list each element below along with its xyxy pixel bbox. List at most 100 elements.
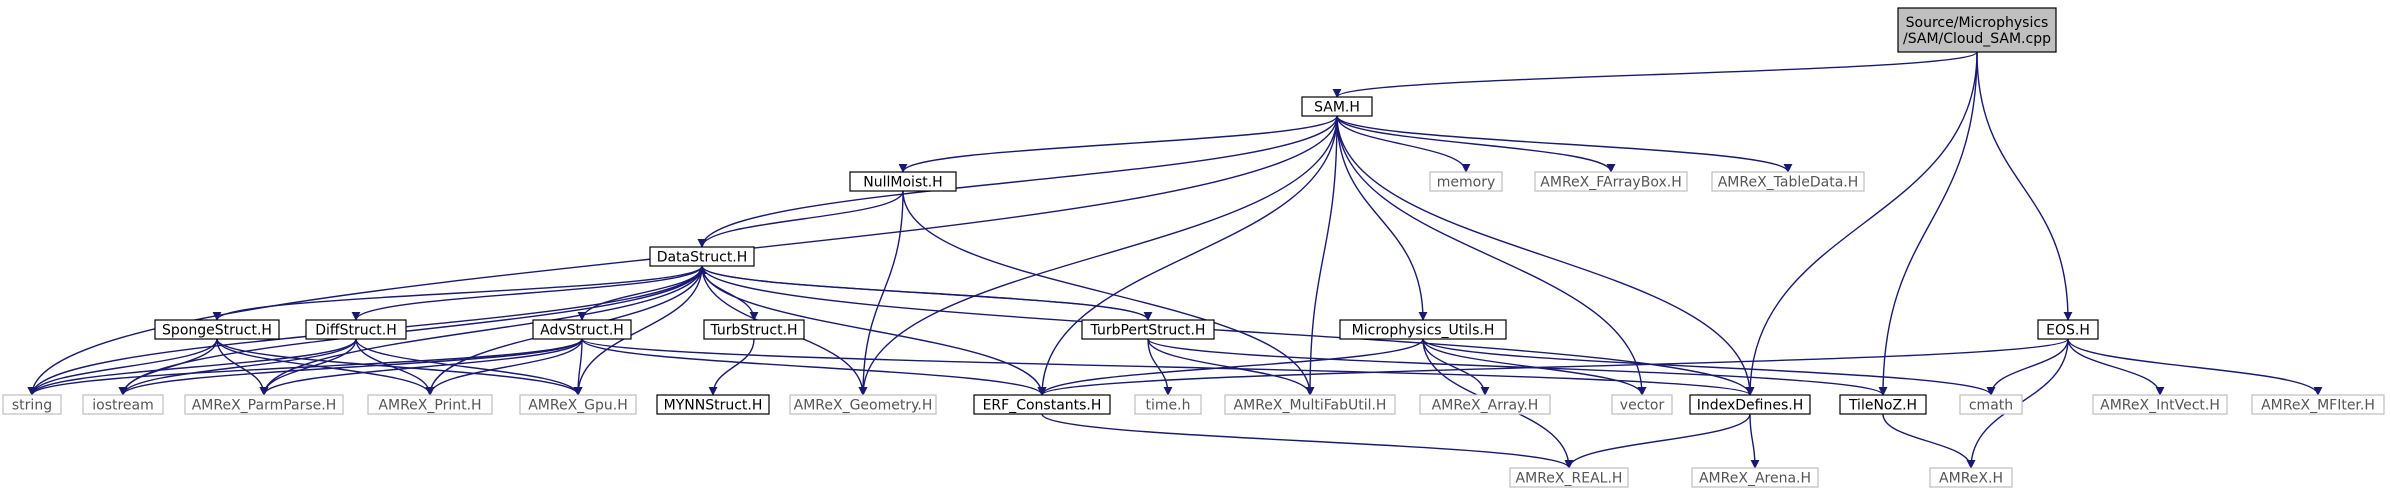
node-label: cmath	[1969, 398, 2013, 414]
node-label: AMReX_MFIter.H	[2261, 398, 2375, 414]
edge-advstruct_h-to-erf_constants_h	[581, 338, 1047, 396]
node-box	[789, 394, 937, 415]
node-box	[649, 246, 755, 267]
edge-nullmoist_h-to-datastruct_h	[697, 190, 904, 248]
node-label: vector	[1620, 398, 1665, 414]
edge-diffstruct_h-to-iostream	[118, 338, 357, 396]
node-label: DataStruct.H	[657, 250, 748, 266]
node-box	[2037, 319, 2099, 340]
edge-spongestruct_h-to-amrex_print_h	[216, 338, 435, 396]
node-amrex-tabledata-h: AMReX_TableData.H	[1711, 171, 1865, 192]
node-time-h: time.h	[1134, 394, 1202, 415]
node-box	[1081, 319, 1215, 340]
node-amrex-parmparse-h: AMReX_ParmParse.H	[184, 394, 344, 415]
edge-sam_h-to-datastruct_h	[697, 115, 1338, 248]
node-indexdefines-h[interactable]: IndexDefines.H	[1689, 394, 1811, 415]
node-box	[1711, 171, 1865, 192]
node-turbpertstruct-h[interactable]: TurbPertStruct.H	[1081, 319, 1215, 340]
node-label: AMReX_TableData.H	[1718, 175, 1859, 191]
edge-sam_h-to-nullmoist_h	[898, 115, 1338, 173]
edge-microphysics_utils_h-to-erf_constants_h	[1037, 338, 1424, 396]
node-label: AMReX_IntVect.H	[2100, 398, 2220, 414]
node-label: iostream	[92, 398, 154, 414]
node-amrex-print-h: AMReX_Print.H	[367, 394, 493, 415]
edge-tilenoz_h-to-amrex_h	[1882, 413, 1976, 469]
node-microphysics-utils-h[interactable]: Microphysics_Utils.H	[1339, 319, 1507, 340]
node-box	[1611, 394, 1673, 415]
node-box	[1419, 394, 1551, 415]
node-label: AMReX_FArrayBox.H	[1540, 175, 1681, 191]
node-cmath: cmath	[1959, 394, 2023, 415]
node-label: memory	[1437, 175, 1496, 191]
node-label: Microphysics_Utils.H	[1352, 323, 1495, 339]
node-root[interactable]: Source/Microphysics/SAM/Cloud_SAM.cpp	[1897, 7, 2057, 53]
node-label: AMReX.H	[1939, 471, 2003, 487]
edge-eos_h-to-amrex_mfiter_h	[2067, 338, 2323, 396]
edge-spongestruct_h-to-string	[27, 338, 218, 396]
node-datastruct-h[interactable]: DataStruct.H	[649, 246, 755, 267]
node-label: AMReX_Geometry.H	[794, 398, 933, 414]
node-amrex-arena-h: AMReX_Arena.H	[1691, 467, 1819, 488]
edge-nullmoist_h-to-amrex_multifabutil_h	[902, 190, 1315, 396]
node-box	[1301, 96, 1373, 117]
node-turbstruct-h[interactable]: TurbStruct.H	[703, 319, 805, 340]
node-box	[2251, 394, 2385, 415]
node-amrex-h: AMReX.H	[1929, 467, 2013, 488]
node-label: IndexDefines.H	[1697, 398, 1804, 414]
node-label: string	[12, 398, 52, 414]
edge-advstruct_h-to-amrex_gpu_h	[573, 338, 583, 396]
edge-sam_h-to-memory	[1336, 115, 1471, 173]
edge-eos_h-to-amrex_intvect_h	[2067, 338, 2165, 396]
edge-diffstruct_h-to-string	[27, 338, 357, 396]
edge-sam_h-to-vector	[1336, 115, 1647, 396]
node-box	[82, 394, 164, 415]
edge-diffstruct_h-to-amrex_gpu_h	[355, 338, 583, 396]
edge-spongestruct_h-to-iostream	[118, 338, 218, 396]
edge-turbstruct_h-to-mynnstruct_h	[708, 338, 755, 396]
edge-datastruct_h-to-spongestruct_h	[212, 265, 703, 321]
node-box	[1929, 467, 2013, 488]
node-amrex-multifabutil-h: AMReX_MultiFabUtil.H	[1224, 394, 1396, 415]
node-label: SAM.H	[1314, 100, 1360, 116]
edge-eos_h-to-erf_constants_h	[1037, 338, 2069, 396]
node-amrex-intvect-h: AMReX_IntVect.H	[2092, 394, 2228, 415]
node-label: NullMoist.H	[863, 175, 942, 191]
node-amrex-gpu-h: AMReX_Gpu.H	[519, 394, 637, 415]
edge-advstruct_h-to-indexdefines_h	[581, 338, 1755, 396]
node-label: ERF_Constants.H	[983, 398, 1102, 414]
node-eos-h[interactable]: EOS.H	[2037, 319, 2099, 340]
node-label: AMReX_ParmParse.H	[192, 398, 337, 414]
node-box	[973, 394, 1111, 415]
node-amrex-geometry-h: AMReX_Geometry.H	[789, 394, 937, 415]
node-tilenoz-h[interactable]: TileNoZ.H	[1839, 394, 1927, 415]
node-label: AMReX_Array.H	[1432, 398, 1539, 414]
node-spongestruct-h[interactable]: SpongeStruct.H	[154, 319, 280, 340]
node-box	[1959, 394, 2023, 415]
node-label: EOS.H	[2046, 323, 2090, 339]
node-box	[2092, 394, 2228, 415]
node-label: time.h	[1146, 398, 1191, 414]
node-mynnstruct-h[interactable]: MYNNStruct.H	[656, 394, 770, 415]
edge-indexdefines_h-to-amrex_arena_h	[1749, 413, 1760, 469]
node-label: DiffStruct.H	[315, 323, 396, 339]
edge-datastruct_h-to-amrex_gpu_h	[573, 265, 703, 396]
node-box	[1691, 467, 1819, 488]
node-label: SpongeStruct.H	[162, 323, 272, 339]
node-label: TurbPertStruct.H	[1090, 323, 1206, 339]
node-box	[1339, 319, 1507, 340]
node-box	[703, 319, 805, 340]
node-erf-constants-h[interactable]: ERF_Constants.H	[973, 394, 1111, 415]
node-nullmoist-h[interactable]: NullMoist.H	[849, 171, 957, 192]
node-label: AdvStruct.H	[540, 323, 624, 339]
node-sam-h[interactable]: SAM.H	[1301, 96, 1373, 117]
node-advstruct-h[interactable]: AdvStruct.H	[532, 319, 632, 340]
edge-sam_h-to-indexdefines_h	[1336, 115, 1755, 396]
edge-advstruct_h-to-iostream	[118, 338, 583, 396]
edge-root-to-sam_h	[1332, 51, 1978, 98]
node-diffstruct-h[interactable]: DiffStruct.H	[305, 319, 407, 340]
edge-microphysics_utils_h-to-amrex_array_h	[1422, 338, 1490, 396]
edge-microphysics_utils_h-to-cmath	[1422, 338, 1996, 396]
edge-sam_h-to-amrex_geometry_h	[858, 115, 1338, 396]
edge-sam_h-to-amrex_tabledata_h	[1336, 115, 1793, 173]
